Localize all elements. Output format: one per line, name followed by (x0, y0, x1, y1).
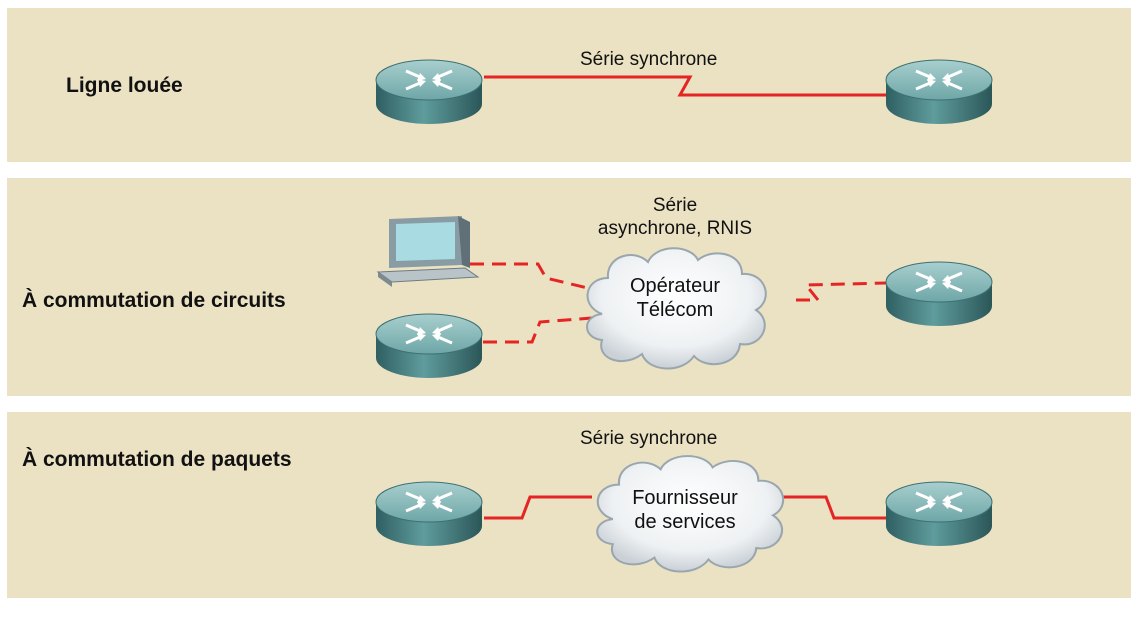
row-label-leased-line: Ligne louée (66, 74, 183, 97)
link-caption-packet-switching: Série synchrone (580, 428, 718, 449)
link-caption-circuit-switching: Série asynchrone, RNIS (560, 194, 790, 240)
workstation-icon (376, 216, 480, 287)
router-icon (374, 480, 484, 548)
cloud-label-provider: Fournisseur de services (605, 486, 765, 534)
router-icon (884, 58, 994, 126)
link-caption-leased-line: Série synchrone (580, 49, 718, 70)
cloud-label-telecom: Opérateur Télécom (600, 274, 750, 322)
cloud-label-line2: Télécom (636, 299, 714, 321)
cloud-label-line2: de services (634, 511, 736, 533)
row-label-packet-switching: À commutation de paquets (22, 448, 292, 471)
link-caption-line1: Série (652, 195, 698, 216)
cloud-label-line1: Fournisseur (632, 487, 738, 509)
packet-links (484, 495, 888, 520)
link-caption-line2: asynchrone, RNIS (597, 218, 753, 239)
router-icon (884, 260, 994, 328)
router-icon (374, 312, 484, 380)
router-icon (884, 480, 994, 548)
cloud-label-line1: Opérateur (629, 275, 721, 297)
row-label-circuit-switching: À commutation de circuits (22, 289, 286, 312)
circuit-links (470, 262, 887, 344)
leased-line-link (484, 75, 889, 97)
router-icon (374, 58, 484, 126)
